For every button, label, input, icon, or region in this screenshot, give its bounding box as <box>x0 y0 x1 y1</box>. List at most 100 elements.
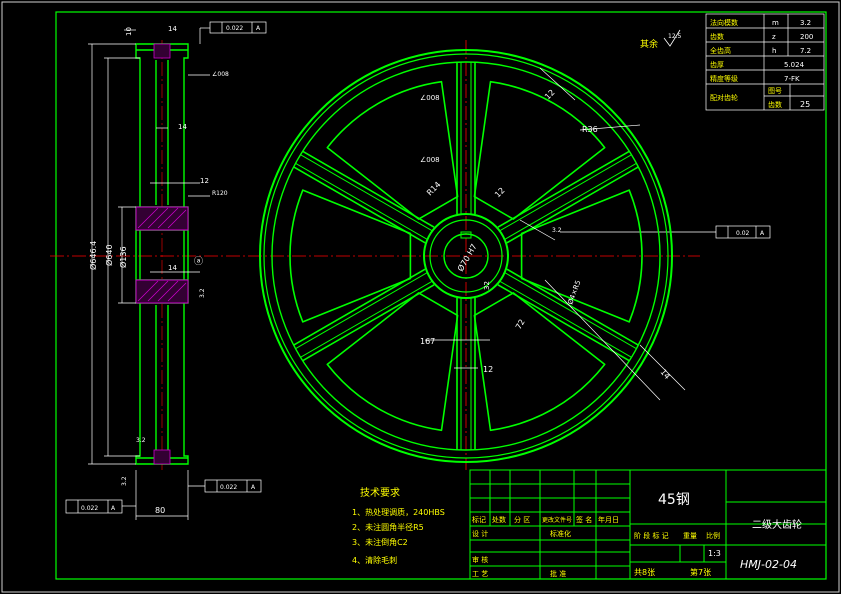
hdr-doc: 更改文件号 <box>542 516 572 524</box>
teeth-label: 齿数 <box>768 100 782 109</box>
hdr-zone: 分 区 <box>514 515 530 524</box>
scale-header: 比例 <box>706 531 720 540</box>
dim-r36: R36 <box>582 125 598 134</box>
section-hatch <box>135 43 189 465</box>
spoke-line <box>300 280 433 358</box>
surface-value: 12.5 <box>668 33 682 40</box>
surface-label: 其余 <box>640 38 658 50</box>
dim-12c: 12 <box>483 365 493 374</box>
dim-groove: 14 <box>168 25 177 33</box>
process-label: 工 艺 <box>472 570 488 578</box>
spec-a: ∠008 <box>212 71 229 78</box>
sheet-number: 第7张 <box>690 567 711 577</box>
tol-bottom-left: 0.022 A <box>65 499 136 514</box>
dim-12: 12 <box>200 177 209 185</box>
surface-finish-note: 其余 12.5 <box>640 29 682 50</box>
hdr-date: 年月日 <box>598 515 619 524</box>
wheel-windows <box>289 80 643 432</box>
dim-32: 32 <box>483 281 491 290</box>
scale-value: 1:3 <box>708 549 721 558</box>
dim-rim-thickness: 10 <box>125 27 133 36</box>
spoke-window <box>326 292 459 432</box>
param-symbol: m <box>772 19 779 27</box>
hdr-sign: 签 名 <box>576 515 592 524</box>
spoke-window <box>326 80 459 220</box>
spoke-line <box>504 272 637 350</box>
teeth-value: 25 <box>800 100 810 109</box>
review-label: 审 核 <box>472 555 488 564</box>
spoke-window <box>289 189 412 323</box>
tol-top-value: 0.022 <box>226 25 243 32</box>
spec-c: ∠008 <box>420 156 440 164</box>
mating-label: 配对齿轮 <box>710 93 738 102</box>
inner-frame <box>55 11 827 580</box>
dim-tip-diameter: Ø646.4 <box>88 241 98 270</box>
design-label: 设 计 <box>472 529 488 538</box>
dim-14-right: 14 <box>658 368 671 382</box>
spoke-line <box>300 154 433 232</box>
param-label: 全齿高 <box>710 46 731 55</box>
spoke-line <box>295 272 428 350</box>
dim-r120: R120 <box>212 190 228 197</box>
dim-width: 80 <box>155 506 165 515</box>
dim-r14: R14 <box>425 180 443 198</box>
drawing-number: HMJ-02-04 <box>740 558 797 571</box>
weight-header: 重量 <box>683 532 697 540</box>
section-dimensions <box>88 29 210 520</box>
spoke-window <box>520 189 643 323</box>
param-label: 齿厚 <box>710 61 724 69</box>
tol-bl-ref: A <box>111 505 116 512</box>
title-block <box>469 469 827 580</box>
tech-item-4: 4、清除毛刺 <box>352 555 397 565</box>
param-label: 法向模数 <box>710 18 738 27</box>
tech-item-3: 3、未注倒角C2 <box>352 537 408 547</box>
param-value: 7-FK <box>784 75 800 83</box>
spoke-window <box>473 80 606 220</box>
drawing-no-label: 图号 <box>768 87 782 95</box>
spoke-line <box>504 162 637 240</box>
technical-requirements: 技术要求 1、热处理调质，240HBS 2、未注圆角半径R5 3、未注倒角C2 … <box>352 486 445 565</box>
hdr-count: 处数 <box>492 515 506 524</box>
total-sheets: 共8张 <box>634 568 655 577</box>
dim-hub-14: 14 <box>168 264 177 272</box>
spoke-line <box>499 280 632 358</box>
ra-c: 3.2 <box>121 476 128 486</box>
spoke-window <box>473 292 606 432</box>
param-symbol: h <box>772 47 776 55</box>
tech-item-2: 2、未注圆角半径R5 <box>352 522 424 532</box>
ra-d: 3.2 <box>552 227 562 234</box>
tech-title: 技术要求 <box>360 486 400 499</box>
param-value: 5.024 <box>784 61 805 69</box>
param-value: 200 <box>800 33 813 41</box>
tol-mid-ref: A <box>251 484 256 491</box>
hdr-mark: 标记 <box>472 515 486 524</box>
gear-parameter-table <box>705 13 825 111</box>
front-dimensions <box>425 67 686 401</box>
dim-web: 14 <box>178 123 187 131</box>
param-label: 精度等级 <box>710 74 738 83</box>
spec-b: ∠008 <box>420 94 440 102</box>
tol-right-ref: A <box>760 230 765 237</box>
tol-top: 0.022 A <box>199 21 267 44</box>
param-value: 7.2 <box>800 47 811 55</box>
material: 45钢 <box>658 492 690 508</box>
wheel-front-view <box>259 49 673 463</box>
dim-bore: Ø70 H7 <box>455 242 479 273</box>
spoke-line <box>295 162 428 240</box>
dim-12b: 12 <box>493 186 507 200</box>
tech-item-1: 1、热处理调质，240HBS <box>352 507 445 517</box>
tol-right-value: 0.02 <box>736 230 750 237</box>
param-label: 齿数 <box>710 32 724 41</box>
tol-bl-value: 0.022 <box>81 505 98 512</box>
dim-72: 72 <box>514 318 527 331</box>
dim-hub-diameter: Ø136 <box>118 246 128 268</box>
tol-top-ref: A <box>256 25 261 32</box>
approve-label: 批 准 <box>550 569 566 578</box>
std-label: 标准化 <box>550 529 571 538</box>
tol-mid: 0.022 A <box>188 479 262 493</box>
dim-167: 167 <box>420 337 435 346</box>
param-symbol: z <box>772 33 776 41</box>
dim-root-diameter: Ø640 <box>104 244 114 266</box>
